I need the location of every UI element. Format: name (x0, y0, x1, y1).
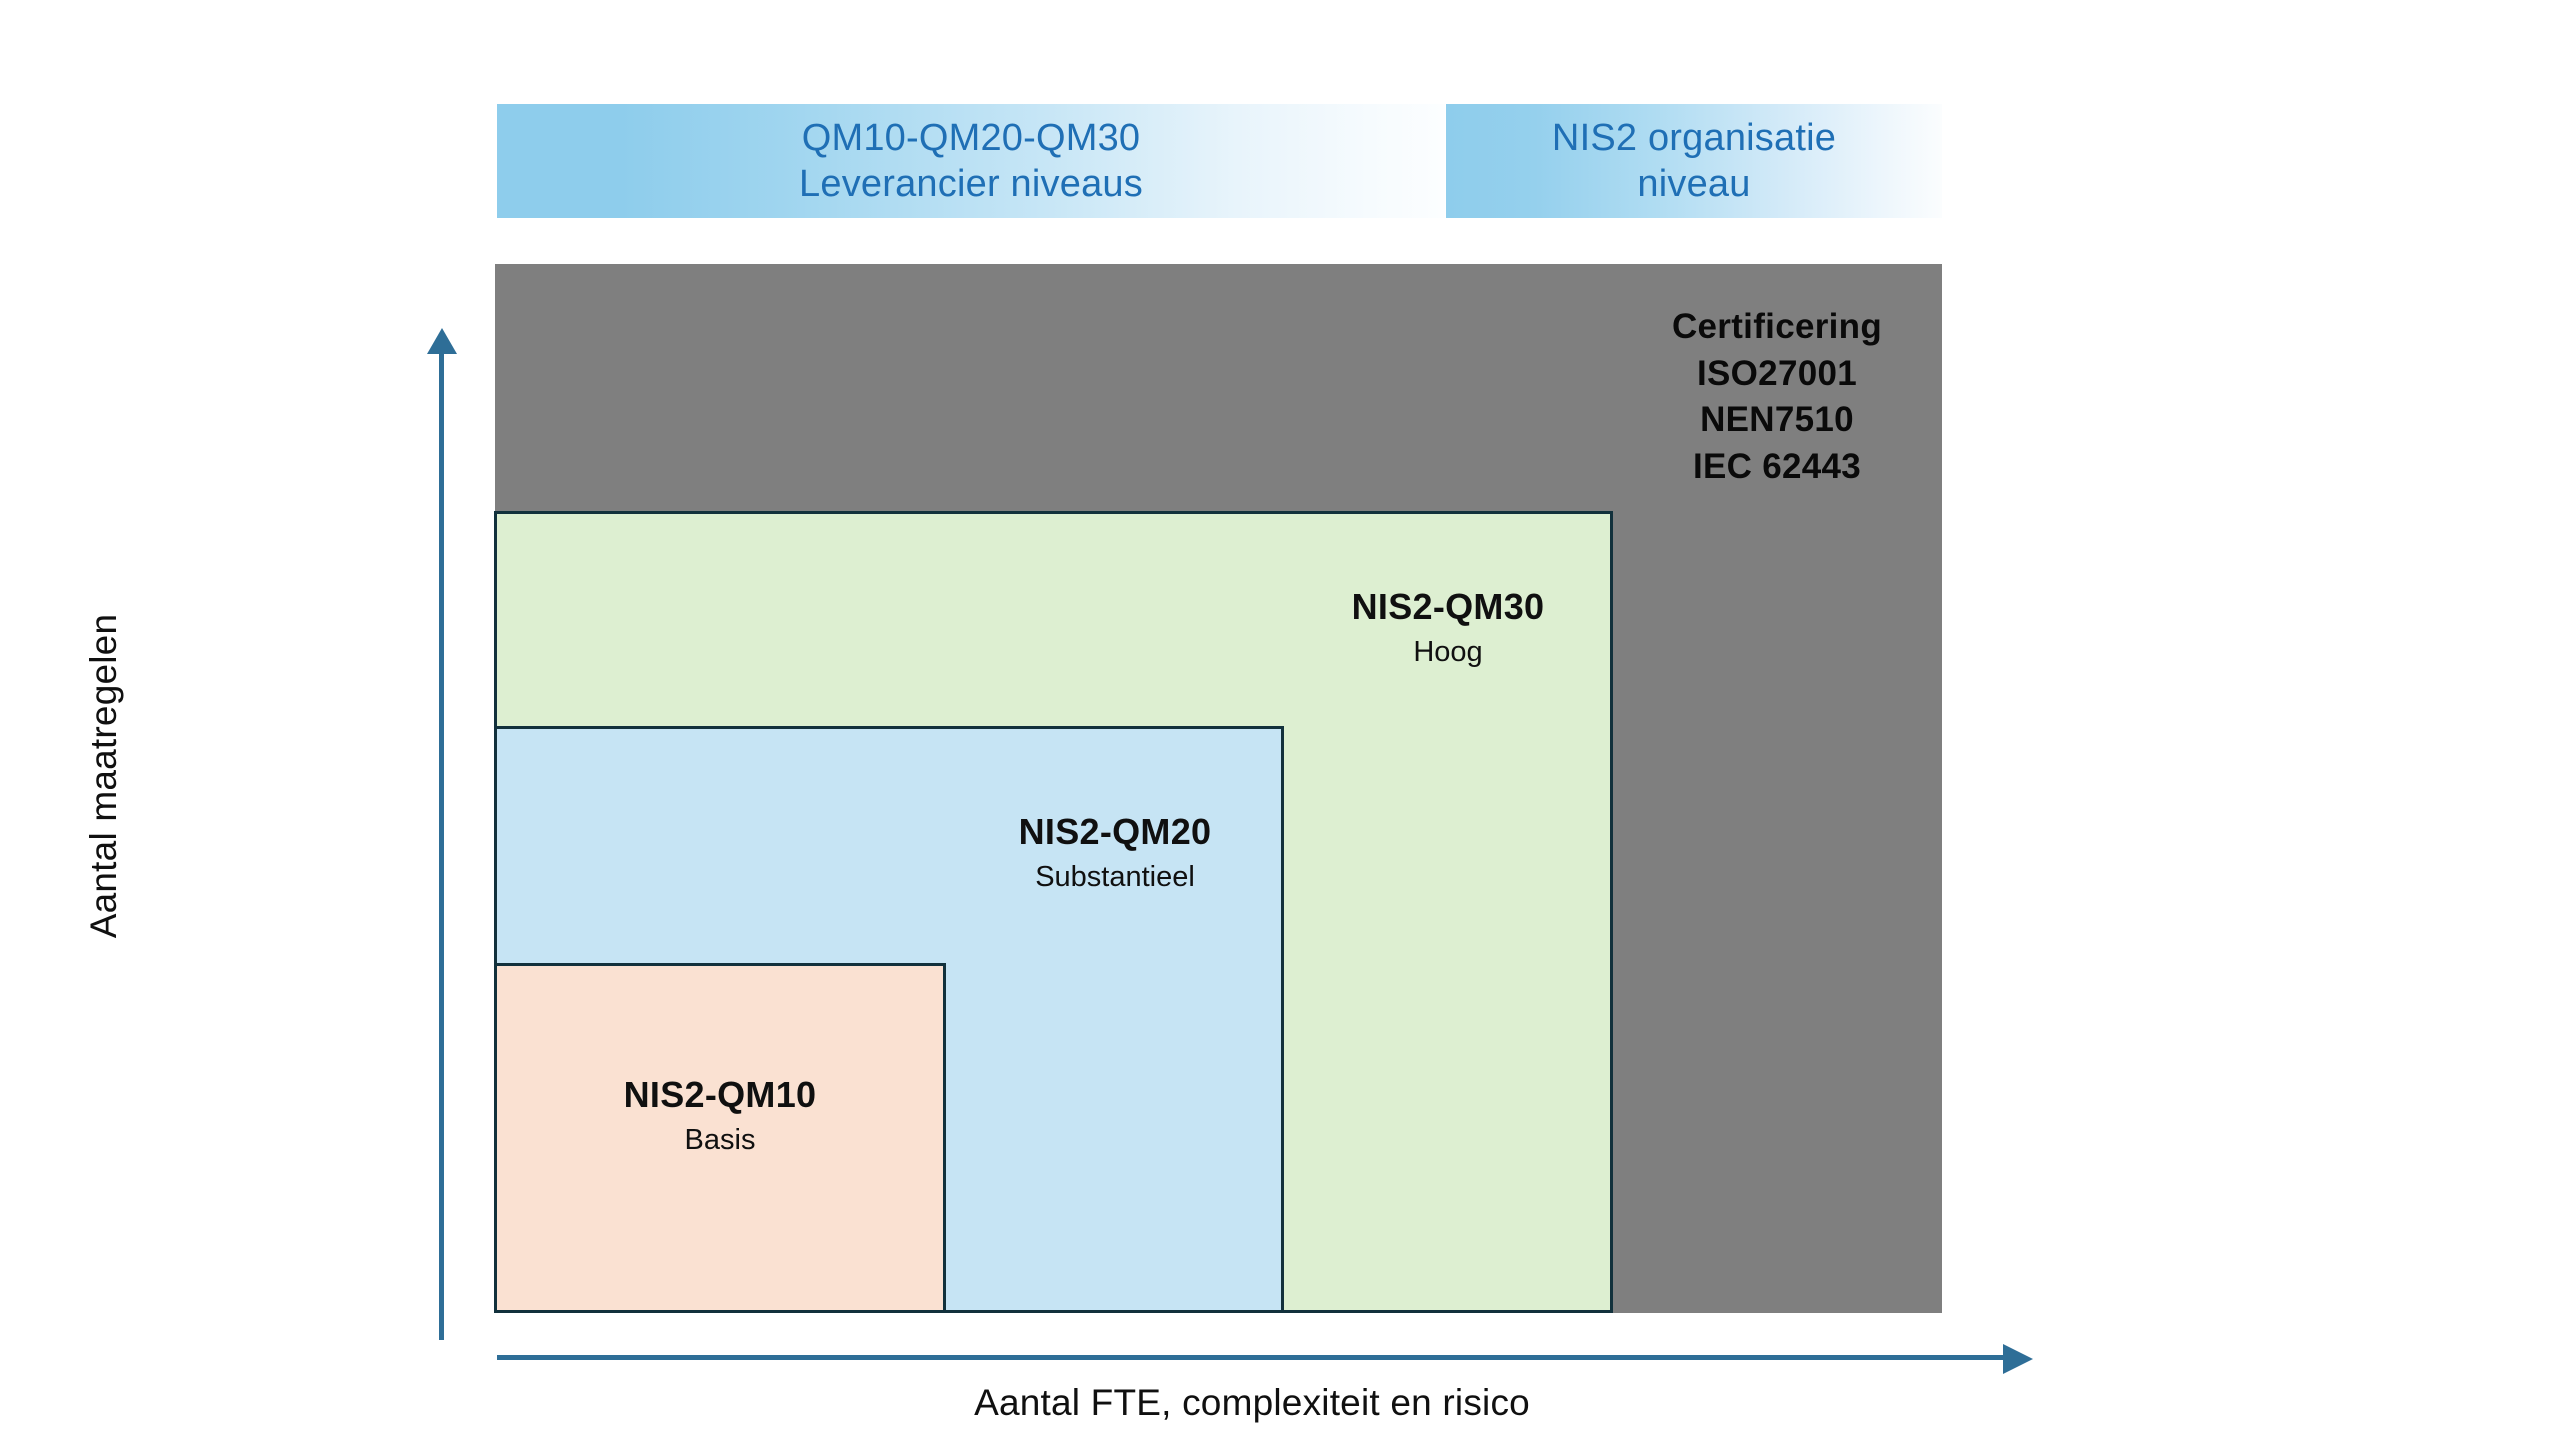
qm20-subtitle: Substantieel (1035, 861, 1195, 894)
certification-line-1: Certificering (1671, 307, 1883, 346)
y-axis-line (439, 346, 444, 1340)
x-axis-line (497, 1355, 2007, 1360)
box-nis2-qm10 (494, 963, 946, 1313)
y-axis-title: Aantal maatregelen (83, 613, 124, 939)
certification-line-4: IEC 62443 (1692, 446, 1862, 486)
x-axis-title: Aantal FTE, complexiteit en risico (974, 1382, 1530, 1423)
qm30-subtitle: Hoog (1413, 636, 1483, 669)
qm10-subtitle: Basis (684, 1124, 756, 1157)
arrow-right-icon (2003, 1344, 2033, 1374)
banner-supplier-levels: QM10-QM20-QM30 Leverancier niveaus (497, 104, 1445, 218)
certification-line-3: NEN7510 (1700, 400, 1854, 440)
label-nis2-qm30: NIS2-QM30 Hoog (1284, 586, 1612, 672)
banner-organisation-level: NIS2 organisatie niveau (1446, 104, 1942, 218)
qm30-title: NIS2-QM30 (1351, 586, 1545, 627)
qm20-title: NIS2-QM20 (1018, 811, 1212, 852)
certification-line-2: ISO27001 (1696, 353, 1858, 393)
label-nis2-qm10: NIS2-QM10 Basis (496, 1074, 944, 1160)
label-certification: Certificering ISO27001 NEN7510 IEC 62443 (1612, 304, 1942, 490)
arrow-up-icon (427, 328, 457, 354)
qm10-title: NIS2-QM10 (623, 1074, 817, 1115)
label-nis2-qm20: NIS2-QM20 Substantieel (946, 811, 1284, 897)
